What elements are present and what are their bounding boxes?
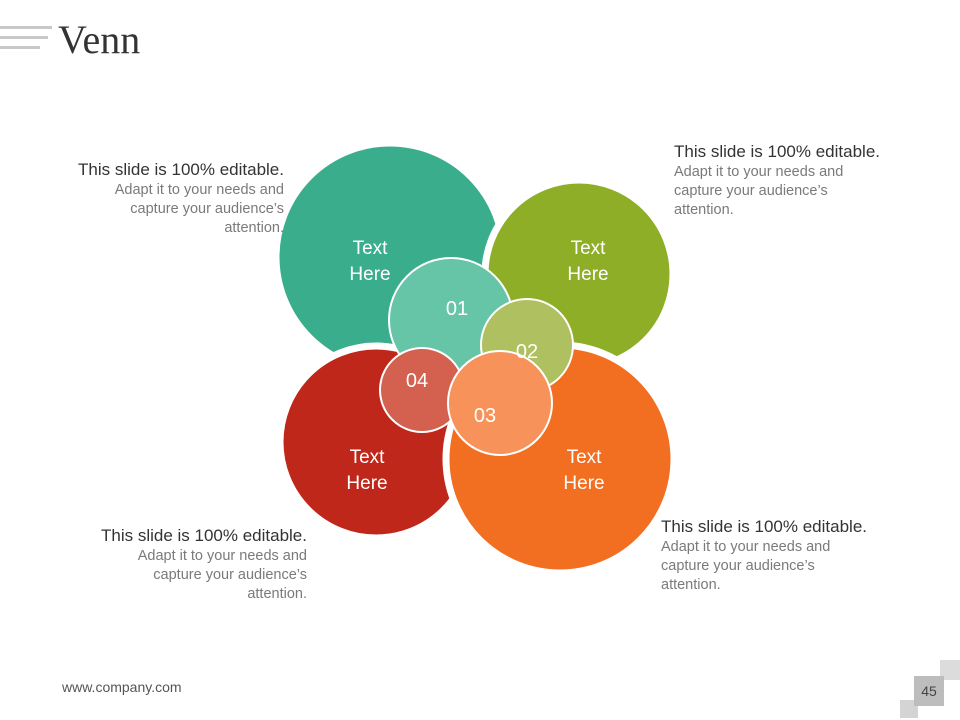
textblock-line: attention. — [661, 577, 721, 593]
overlap-label-02: 02 — [516, 341, 538, 363]
footer-url: www.company.com — [62, 679, 182, 695]
decorative-square — [940, 660, 960, 680]
textblock-line: Adapt it to your needs and — [137, 548, 307, 564]
textblock-top-right: This slide is 100% editable. Adapt it to… — [674, 141, 914, 220]
overlap-circle-03 — [447, 350, 553, 456]
textblock-bottom-right: This slide is 100% editable. Adapt it to… — [661, 516, 901, 595]
textblock-line: attention. — [224, 220, 284, 236]
slide-title: Venn — [58, 17, 141, 62]
page-number: 45 — [914, 676, 944, 706]
overlap-label-03: 03 — [474, 405, 496, 427]
circle-label-green-line2: Here — [567, 264, 608, 285]
overlap-label-04: 04 — [406, 370, 428, 392]
textblock-line: capture your audience’s — [674, 183, 828, 199]
textblock-body: Adapt it to your needs and capture your … — [44, 181, 284, 238]
textblock-line: Adapt it to your needs and — [661, 539, 831, 555]
circle-label-green-line1: Text — [571, 238, 607, 259]
circle-label-red-line1: Text — [350, 447, 386, 468]
textblock-heading: This slide is 100% editable. — [674, 142, 881, 161]
circle-label-orange-line2: Here — [563, 473, 604, 494]
overlap-label-01: 01 — [446, 298, 468, 320]
circle-label-orange-line1: Text — [567, 447, 603, 468]
textblock-line: attention. — [674, 202, 734, 218]
textblock-line: capture your audience’s — [130, 201, 284, 217]
textblock-top-left: This slide is 100% editable. Adapt it to… — [44, 159, 284, 238]
textblock-body: Adapt it to your needs and capture your … — [661, 538, 901, 595]
textblock-line: attention. — [247, 586, 307, 602]
textblock-line: Adapt it to your needs and — [674, 164, 844, 180]
textblock-heading: This slide is 100% editable. — [100, 526, 307, 545]
circle-label-teal-line1: Text — [353, 238, 389, 259]
textblock-body: Adapt it to your needs and capture your … — [67, 547, 307, 604]
decorative-square — [900, 700, 918, 718]
textblock-line: capture your audience’s — [153, 567, 307, 583]
textblock-body: Adapt it to your needs and capture your … — [674, 163, 914, 220]
circle-label-teal-line2: Here — [349, 264, 390, 285]
textblock-bottom-left: This slide is 100% editable. Adapt it to… — [67, 525, 307, 604]
textblock-heading: This slide is 100% editable. — [661, 517, 868, 536]
textblock-line: capture your audience’s — [661, 558, 815, 574]
textblock-heading: This slide is 100% editable. — [77, 160, 284, 179]
circle-label-red-line2: Here — [346, 473, 387, 494]
textblock-line: Adapt it to your needs and — [114, 182, 284, 198]
title-decoration-lines — [0, 26, 52, 49]
